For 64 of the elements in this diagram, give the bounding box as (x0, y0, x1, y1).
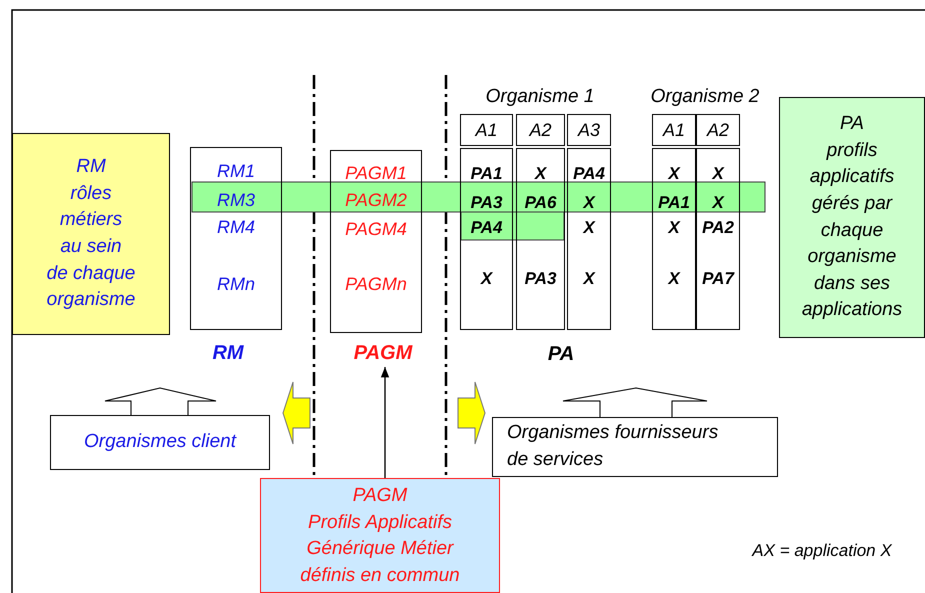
group-label: Organisme 1 (486, 86, 594, 106)
column-header (652, 114, 696, 146)
cell-text: PA4 (572, 165, 606, 182)
cell-text: PA3 (524, 270, 558, 287)
cell-text: PAGMn (344, 275, 408, 293)
column-caption: PAGM (354, 343, 412, 363)
column-header-text: A2 (706, 120, 730, 140)
callout-box (492, 417, 778, 477)
group-label: Organisme 2 (650, 86, 760, 106)
column-header (460, 114, 513, 146)
cell-text: RMn (216, 275, 256, 293)
cell-text: X (479, 270, 494, 287)
cell-text: PA6 (524, 194, 558, 211)
column-caption: RM (212, 343, 244, 363)
cell-text: X (582, 194, 596, 211)
column-header (516, 114, 565, 146)
table-column (330, 150, 422, 333)
cell-text: PA1 (470, 165, 504, 182)
note-text: AX = application X (752, 542, 892, 558)
cell-text: X (666, 219, 682, 236)
cell-text: PA4 (470, 219, 504, 236)
cell-text: X (666, 270, 682, 287)
info-box (260, 478, 500, 593)
cell-text: RM3 (216, 191, 256, 209)
table-column (652, 148, 696, 330)
cell-text: RM1 (216, 162, 256, 180)
column-header-text: A1 (475, 120, 498, 140)
table-column (567, 148, 611, 330)
note-text: profils applicatifs gérés par chaque organisme dans ses applications (802, 138, 902, 322)
column-caption: PA (548, 344, 574, 364)
note-text: Organismes client (84, 430, 236, 454)
cell-text: PA7 (701, 270, 736, 287)
note-heading: PA (840, 112, 864, 136)
column-header (567, 114, 611, 146)
note-heading: PAGM (352, 484, 408, 508)
note-text: Organismes fournisseurs de services (507, 421, 718, 472)
cell-text: X (533, 165, 548, 182)
column-header (696, 114, 740, 146)
table-column (190, 147, 282, 330)
cell-text: PA2 (701, 219, 735, 236)
column-header-text: A2 (529, 120, 552, 140)
note-text: Profils Applicatifs Générique Métier définis en commun (300, 510, 460, 588)
note-box (12, 133, 170, 335)
note-heading: RM (76, 155, 106, 180)
callout-box (50, 415, 270, 470)
cell-text: X (582, 270, 596, 287)
cell-text: PAGM4 (344, 220, 408, 238)
arrow (380, 367, 390, 478)
cell-text: PAGM1 (344, 164, 408, 182)
cell-text: PA3 (470, 194, 504, 211)
note-box (779, 97, 925, 338)
cell-text: PAGM2 (344, 191, 408, 209)
note-text: rôles métiers au sein de chaque organisme (46, 182, 136, 312)
column-header-text: A1 (662, 120, 686, 140)
cell-text: RM4 (216, 218, 256, 236)
cell-text: PA1 (657, 194, 691, 211)
cell-text: X (582, 219, 596, 236)
cell-text: X (710, 165, 726, 182)
cell-text: X (666, 165, 682, 182)
cell-text: X (710, 194, 726, 211)
table-column (516, 148, 565, 330)
column-header-text: A3 (578, 120, 600, 140)
table-column (460, 148, 513, 330)
table-column (696, 148, 740, 330)
